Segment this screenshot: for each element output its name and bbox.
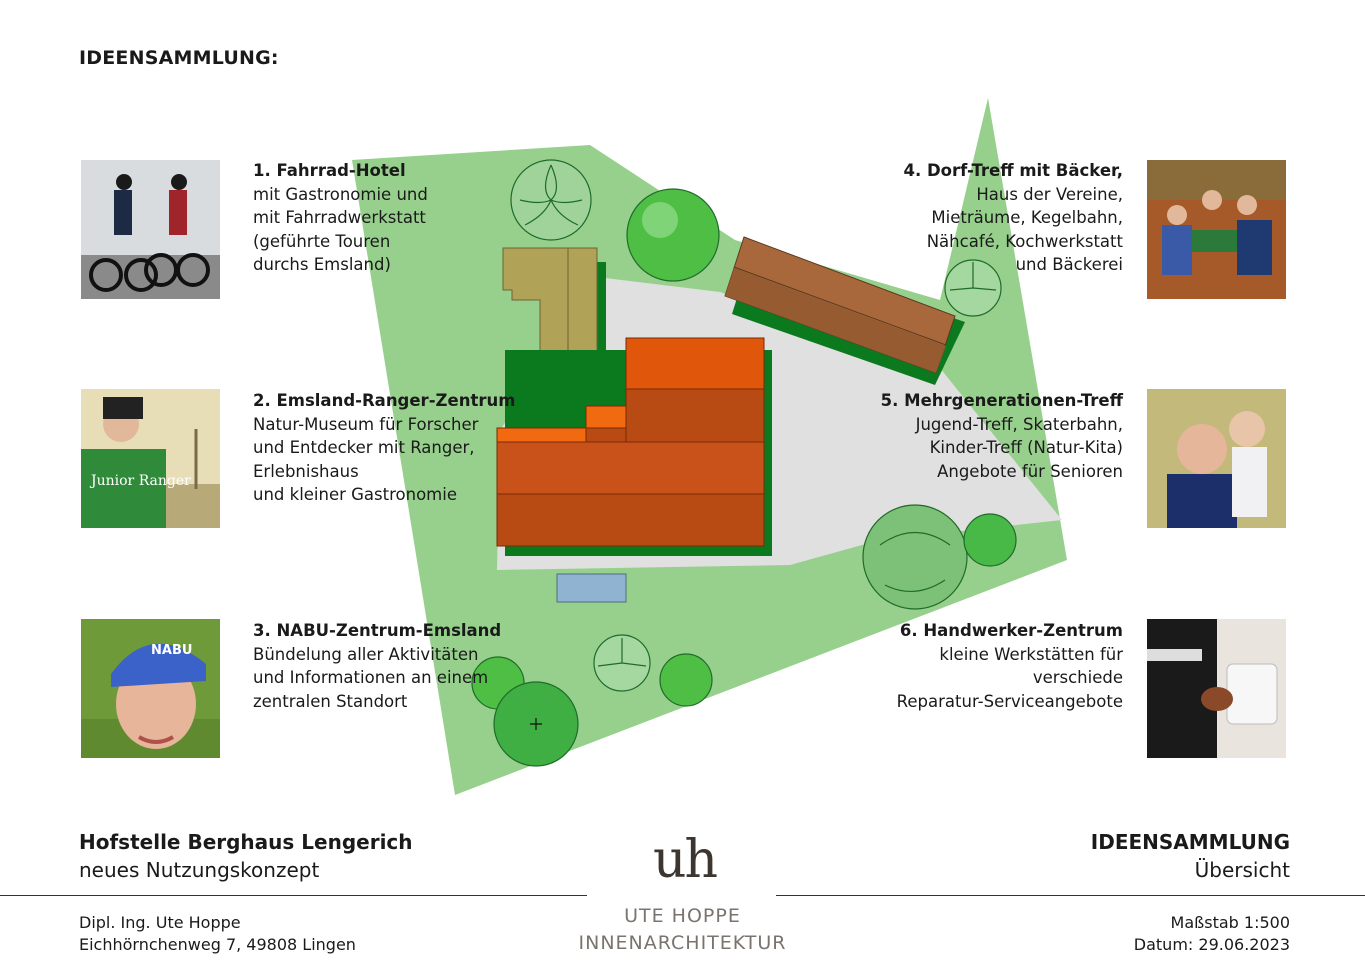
sheet-subtitle: Übersicht xyxy=(1194,858,1290,882)
date-label: Datum: 29.06.2023 xyxy=(1133,935,1290,954)
idea-4-line: Nähcafé, Kochwerkstatt xyxy=(926,231,1123,251)
idea-3-line: Bündelung aller Aktivitäten xyxy=(253,644,479,664)
idea-6-line: verschiede xyxy=(1032,668,1123,687)
idea-1-line: mit Fahrradwerkstatt xyxy=(253,208,426,227)
tree xyxy=(659,653,713,707)
project-subtitle: neues Nutzungskonzept xyxy=(79,858,320,882)
nabu-cap-text: NABU xyxy=(151,643,192,658)
shed-building xyxy=(502,247,606,372)
idea-3: 3. NABU-Zentrum-Emsland Bündelung aller … xyxy=(253,619,501,713)
idea-4-title: 4. Dorf-Treff mit Bäcker, xyxy=(903,161,1123,180)
tree xyxy=(493,681,579,767)
junior-ranger-photo: Junior Ranger xyxy=(81,389,220,528)
idea-1-title: 1. Fahrrad-Hotel xyxy=(253,161,406,180)
author-name: Dipl. Ing. Ute Hoppe xyxy=(79,913,241,932)
sewing-photo xyxy=(1147,619,1286,758)
logo-subname: INNENARCHITEKTUR xyxy=(578,932,787,954)
idea-1-line: (geführte Touren xyxy=(253,231,391,251)
idea-6-line: Reparatur-Serviceangebote xyxy=(896,691,1123,711)
nabu-photo: NABU xyxy=(81,619,220,758)
logo-mark: uh xyxy=(653,830,718,890)
tree xyxy=(862,504,968,610)
tree xyxy=(593,634,651,692)
cyclists-photo xyxy=(81,160,220,299)
idea-1-line: mit Gastronomie und xyxy=(253,184,428,204)
page-title: IDEENSAMMLUNG: xyxy=(79,47,279,69)
idea-2-line: Natur-Museum für Forscher xyxy=(253,414,479,434)
author-address: Eichhörnchenweg 7, 49808 Lingen xyxy=(79,935,356,954)
idea-5-title: 5. Mehrgenerationen-Treff xyxy=(880,391,1123,410)
ranger-shirt-text: Junior Ranger xyxy=(89,473,191,489)
idea-1: 1. Fahrrad-Hotel mit Gastronomie und mit… xyxy=(253,159,428,277)
idea-5: 5. Mehrgenerationen-Treff Jugend-Treff, … xyxy=(881,389,1123,483)
idea-5-line: Kinder-Treff (Natur-Kita) xyxy=(929,438,1123,457)
barn-building xyxy=(724,236,965,385)
idea-3-line: zentralen Standort xyxy=(253,691,408,711)
pool xyxy=(556,573,627,603)
tree xyxy=(944,259,1002,317)
idea-4-line: Mieträume, Kegelbahn, xyxy=(931,208,1123,227)
main-building xyxy=(496,337,772,556)
divider-line-right xyxy=(776,895,1365,896)
idea-5-line: Jugend-Treff, Skaterbahn, xyxy=(915,414,1123,434)
idea-2-title: 2. Emsland-Ranger-Zentrum xyxy=(253,391,516,410)
idea-5-line: Angebote für Senioren xyxy=(937,461,1123,481)
idea-6-line: kleine Werkstätten für xyxy=(939,644,1123,664)
sheet-title: IDEENSAMMLUNG xyxy=(1090,830,1290,854)
project-title: Hofstelle Berghaus Lengerich xyxy=(79,830,413,854)
tree xyxy=(510,159,592,241)
idea-2: 2. Emsland-Ranger-Zentrum Natur-Museum f… xyxy=(253,389,515,507)
idea-6: 6. Handwerker-Zentrum kleine Werkstätten… xyxy=(897,619,1123,713)
idea-2-line: Erlebnishaus xyxy=(253,461,359,481)
idea-6-title: 6. Handwerker-Zentrum xyxy=(899,621,1123,640)
tree xyxy=(963,513,1017,567)
idea-4-line: Haus der Vereine, xyxy=(976,184,1123,204)
idea-2-line: und kleiner Gastronomie xyxy=(253,485,457,504)
idea-4-line: und Bäckerei xyxy=(1015,255,1123,274)
idea-3-line: und Informationen an einem xyxy=(253,668,489,687)
scale-label: Maßstab 1:500 xyxy=(1170,913,1290,932)
idea-4: 4. Dorf-Treff mit Bäcker, Haus der Verei… xyxy=(903,159,1123,277)
grandfather-child-photo xyxy=(1147,389,1286,528)
divider-line-left xyxy=(0,895,587,896)
idea-2-line: und Entdecker mit Ranger, xyxy=(253,438,475,457)
idea-3-title: 3. NABU-Zentrum-Emsland xyxy=(253,621,502,640)
idea-1-line: durchs Emsland) xyxy=(253,255,391,274)
card-players-photo xyxy=(1147,160,1286,299)
logo-name: UTE HOPPE xyxy=(624,905,741,927)
tree xyxy=(626,188,720,282)
